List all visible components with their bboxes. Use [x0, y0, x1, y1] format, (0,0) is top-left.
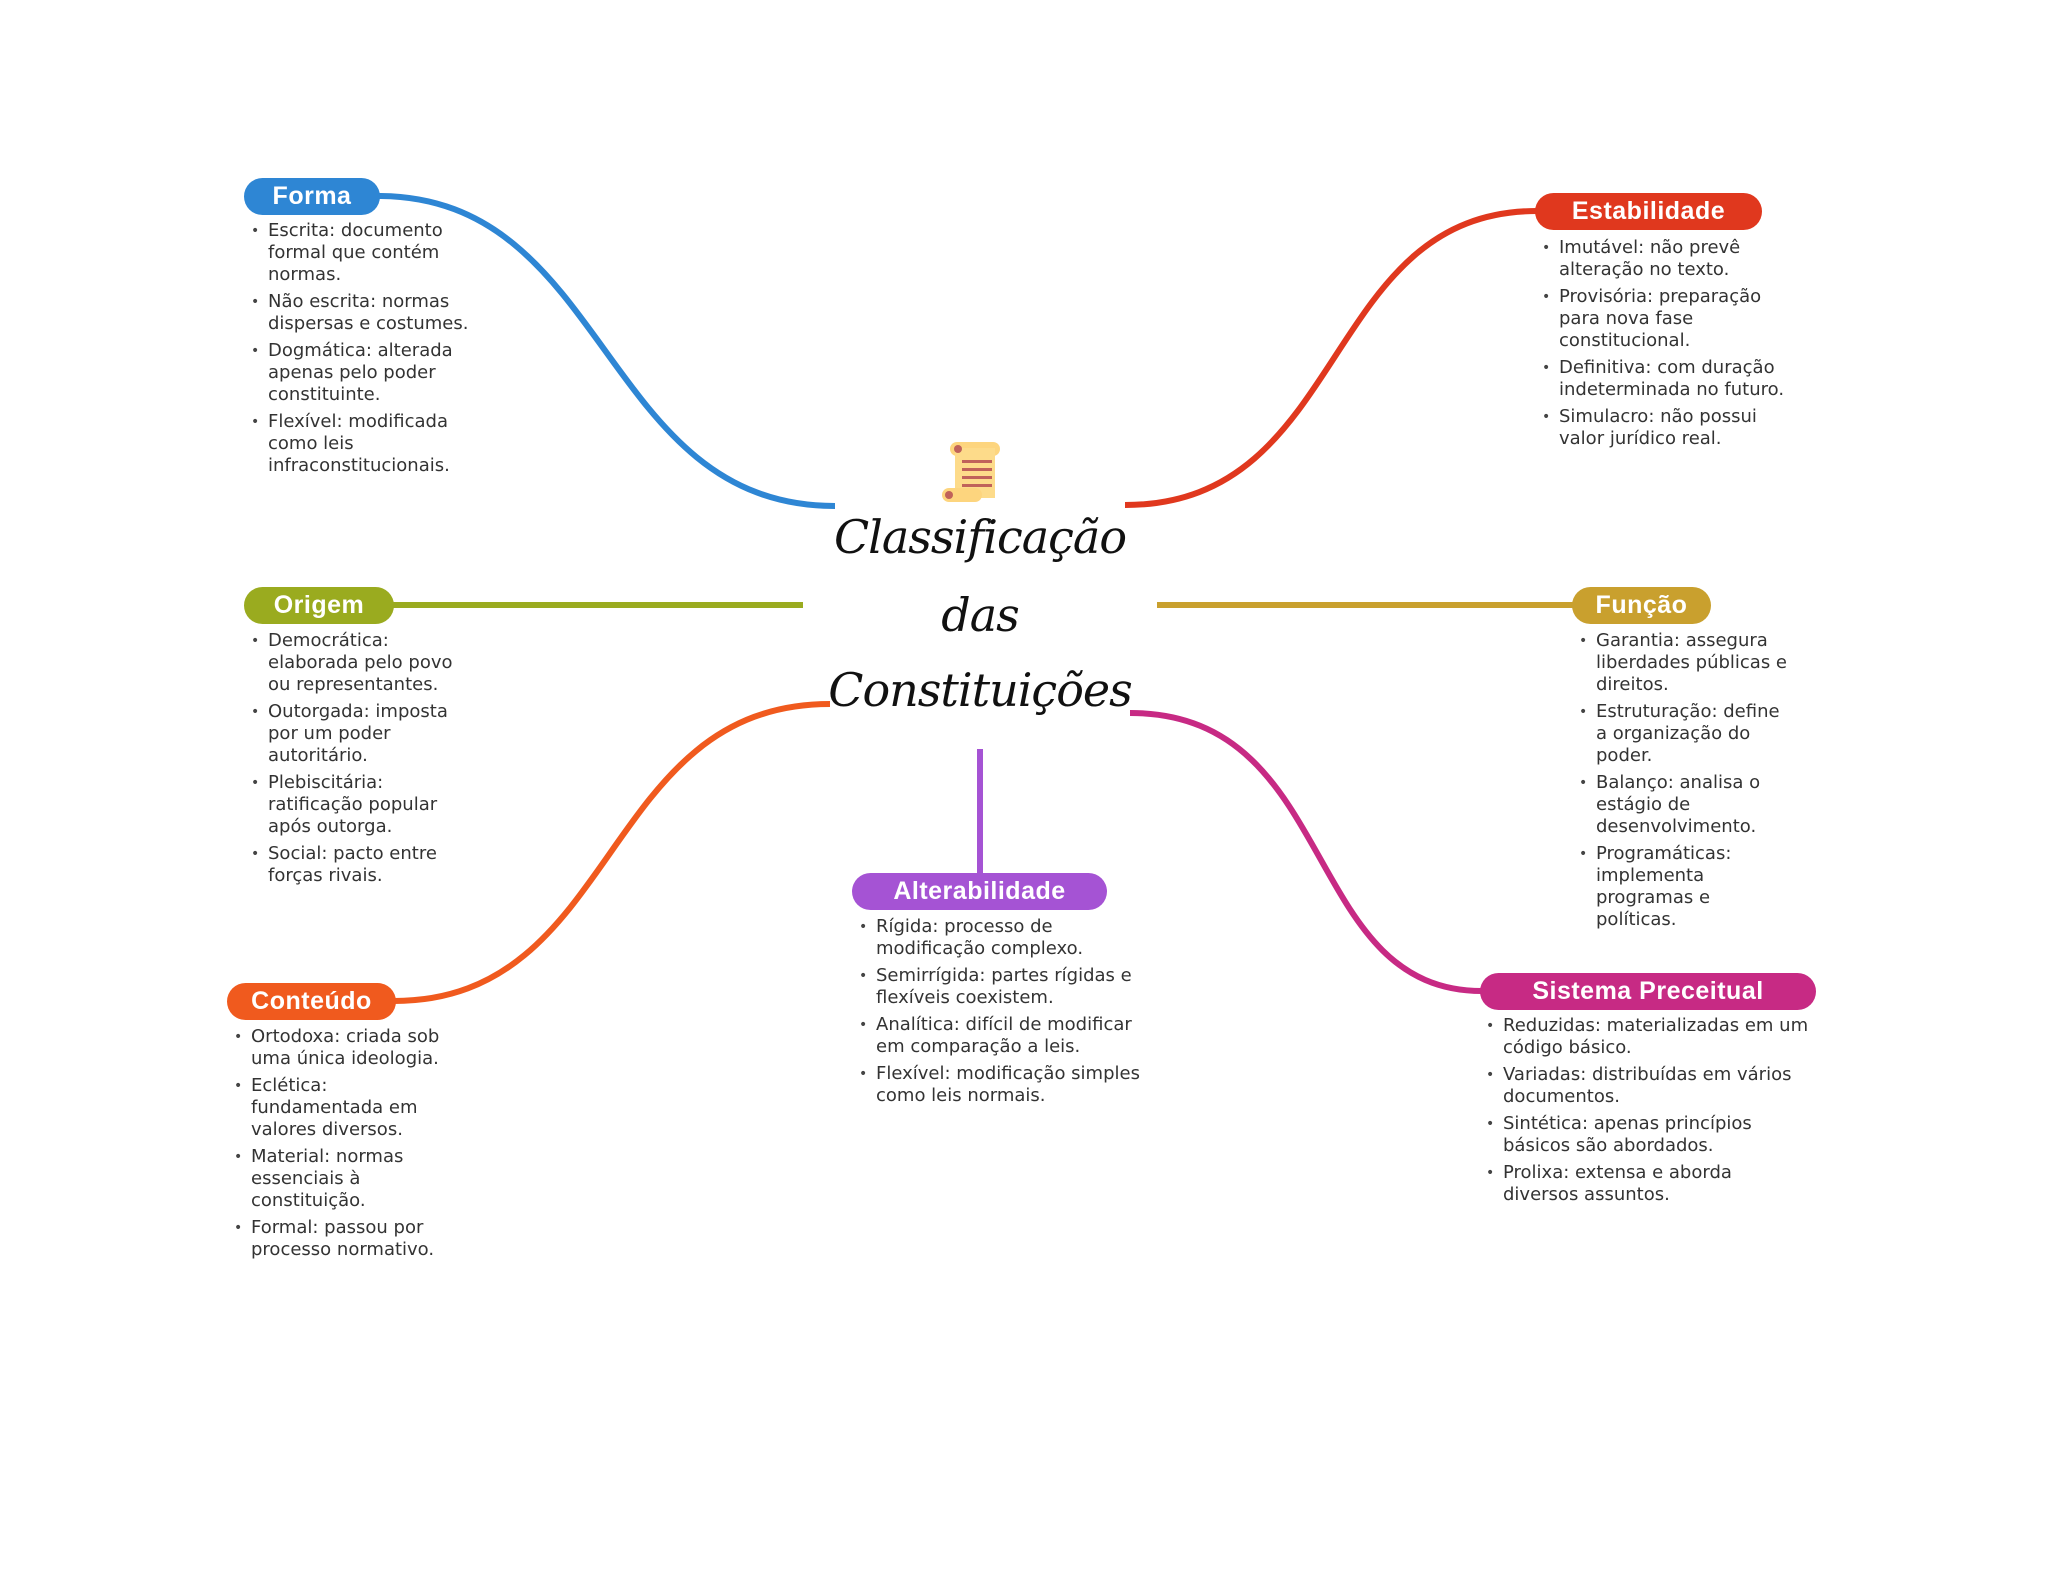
branch-estabilidade[interactable]: Estabilidade [1535, 193, 1762, 230]
connector-estabilidade [1124, 208, 1538, 508]
list-item: Balanço: analisa o estágio de desenvolvi… [1579, 772, 1794, 838]
alterabilidade-items: Rígida: processo de modificação complexo… [859, 916, 1154, 1112]
list-item: Sintética: apenas princípios básicos são… [1486, 1113, 1811, 1157]
list-item: Flexível: modificação simples como leis … [859, 1063, 1154, 1107]
conteudo-items: Ortodoxa: criada sob uma única ideologia… [234, 1026, 459, 1266]
list-item: Provisória: preparação para nova fase co… [1542, 286, 1802, 352]
list-item: Não escrita: normas dispersas e costumes… [251, 291, 476, 335]
list-item: Material: normas essenciais à constituiç… [234, 1146, 459, 1212]
list-item: Prolixa: extensa e aborda diversos assun… [1486, 1162, 1811, 1206]
list-item: Outorgada: imposta por um poder autoritá… [251, 701, 476, 767]
list-item: Variadas: distribuídas em vários documen… [1486, 1064, 1811, 1108]
branch-origem[interactable]: Origem [244, 587, 394, 624]
branch-funcao[interactable]: Função [1572, 587, 1711, 624]
connector-sistema [1129, 710, 1483, 994]
list-item: Flexível: modificada como leis infracons… [251, 411, 476, 477]
list-item: Social: pacto entre forças rivais. [251, 843, 476, 887]
list-item: Estruturação: define a organização do po… [1579, 701, 1794, 767]
scroll-icon [942, 442, 1000, 502]
list-item: Analítica: difícil de modificar em compa… [859, 1014, 1154, 1058]
origem-items: Democrática: elaborada pelo povo ou repr… [251, 630, 476, 892]
list-item: Ortodoxa: criada sob uma única ideologia… [234, 1026, 459, 1070]
central-title-line-1: Classificação [833, 510, 1127, 564]
list-item: Democrática: elaborada pelo povo ou repr… [251, 630, 476, 696]
branch-conteudo[interactable]: Conteúdo [227, 983, 396, 1020]
list-item: Semirrígida: partes rígidas e flexíveis … [859, 965, 1154, 1009]
sistema-items: Reduzidas: materializadas em um código b… [1486, 1015, 1811, 1211]
branch-sistema-preceitual[interactable]: Sistema Preceitual [1480, 973, 1816, 1010]
list-item: Programáticas: implementa programas e po… [1579, 843, 1794, 931]
list-item: Reduzidas: materializadas em um código b… [1486, 1015, 1811, 1059]
estabilidade-items: Imutável: não prevê alteração no texto. … [1542, 237, 1802, 455]
central-title-line-2: das [941, 588, 1019, 642]
list-item: Escrita: documento formal que contém nor… [251, 220, 476, 286]
list-item: Rígida: processo de modificação complexo… [859, 916, 1154, 960]
list-item: Formal: passou por processo normativo. [234, 1217, 459, 1261]
list-item: Garantia: assegura liberdades públicas e… [1579, 630, 1794, 696]
list-item: Imutável: não prevê alteração no texto. [1542, 237, 1802, 281]
connector-forma [377, 193, 836, 509]
connector-conteudo [393, 701, 831, 1004]
list-item: Eclética: fundamentada em valores divers… [234, 1075, 459, 1141]
branch-forma[interactable]: Forma [244, 178, 380, 215]
branch-alterabilidade[interactable]: Alterabilidade [852, 873, 1107, 910]
list-item: Dogmática: alterada apenas pelo poder co… [251, 340, 476, 406]
list-item: Plebiscitária: ratificação popular após … [251, 772, 476, 838]
forma-items: Escrita: documento formal que contém nor… [251, 220, 476, 482]
central-title-line-3: Constituições [828, 663, 1132, 717]
funcao-items: Garantia: assegura liberdades públicas e… [1579, 630, 1794, 936]
list-item: Definitiva: com duração indeterminada no… [1542, 357, 1802, 401]
list-item: Simulacro: não possui valor jurídico rea… [1542, 406, 1802, 450]
